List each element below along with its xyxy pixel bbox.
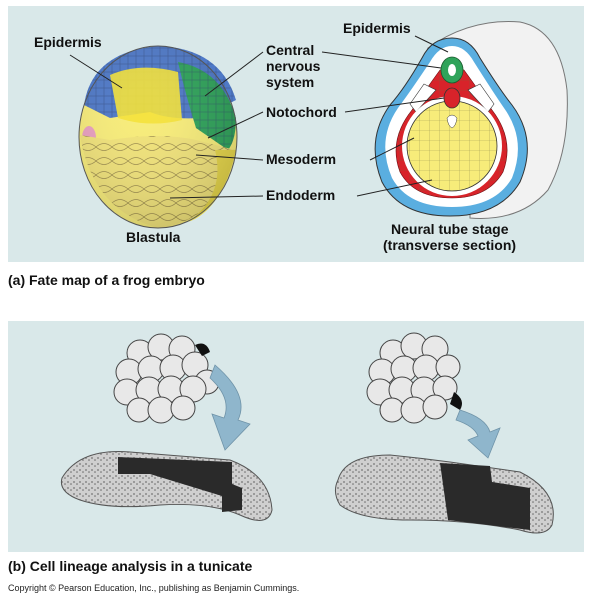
neural-leader-lines xyxy=(321,35,449,197)
right-embryo-cluster xyxy=(366,332,461,424)
caption-a: (a) Fate map of a frog embryo xyxy=(8,272,205,288)
left-embryo-cluster xyxy=(113,333,220,424)
blastula-leader-lines xyxy=(69,51,264,199)
caption-b: (b) Cell lineage analysis in a tunicate xyxy=(8,558,253,574)
right-arrow xyxy=(455,409,501,459)
cns-label-line2: nervous xyxy=(266,58,321,74)
neural-tube-title-line2: (transverse section) xyxy=(383,237,517,253)
copyright-notice: Copyright © Pearson Education, Inc., pub… xyxy=(8,583,300,593)
neural-tube-title-line1: Neural tube stage xyxy=(391,221,509,237)
left-marked-cell xyxy=(195,343,210,356)
blastula-epidermis-label: Epidermis xyxy=(34,34,102,50)
left-arrow xyxy=(209,364,251,451)
neural-epidermis-label: Epidermis xyxy=(343,20,411,36)
left-larva-labeled-tissue xyxy=(118,457,242,512)
endoderm-label: Endoderm xyxy=(266,187,336,203)
mesoderm-label: Mesoderm xyxy=(266,151,337,167)
right-larva xyxy=(334,454,554,534)
left-larva xyxy=(60,451,273,521)
blastula-title: Blastula xyxy=(126,229,181,245)
right-larva-labeled-tissue xyxy=(440,463,530,530)
right-marked-cell xyxy=(450,392,462,410)
neural-tube-drawing xyxy=(374,21,568,219)
blastula-drawing xyxy=(78,45,238,229)
notochord-label: Notochord xyxy=(266,104,337,120)
cns-label-line3: system xyxy=(266,74,315,90)
cns-label-line1: Central xyxy=(266,42,315,58)
